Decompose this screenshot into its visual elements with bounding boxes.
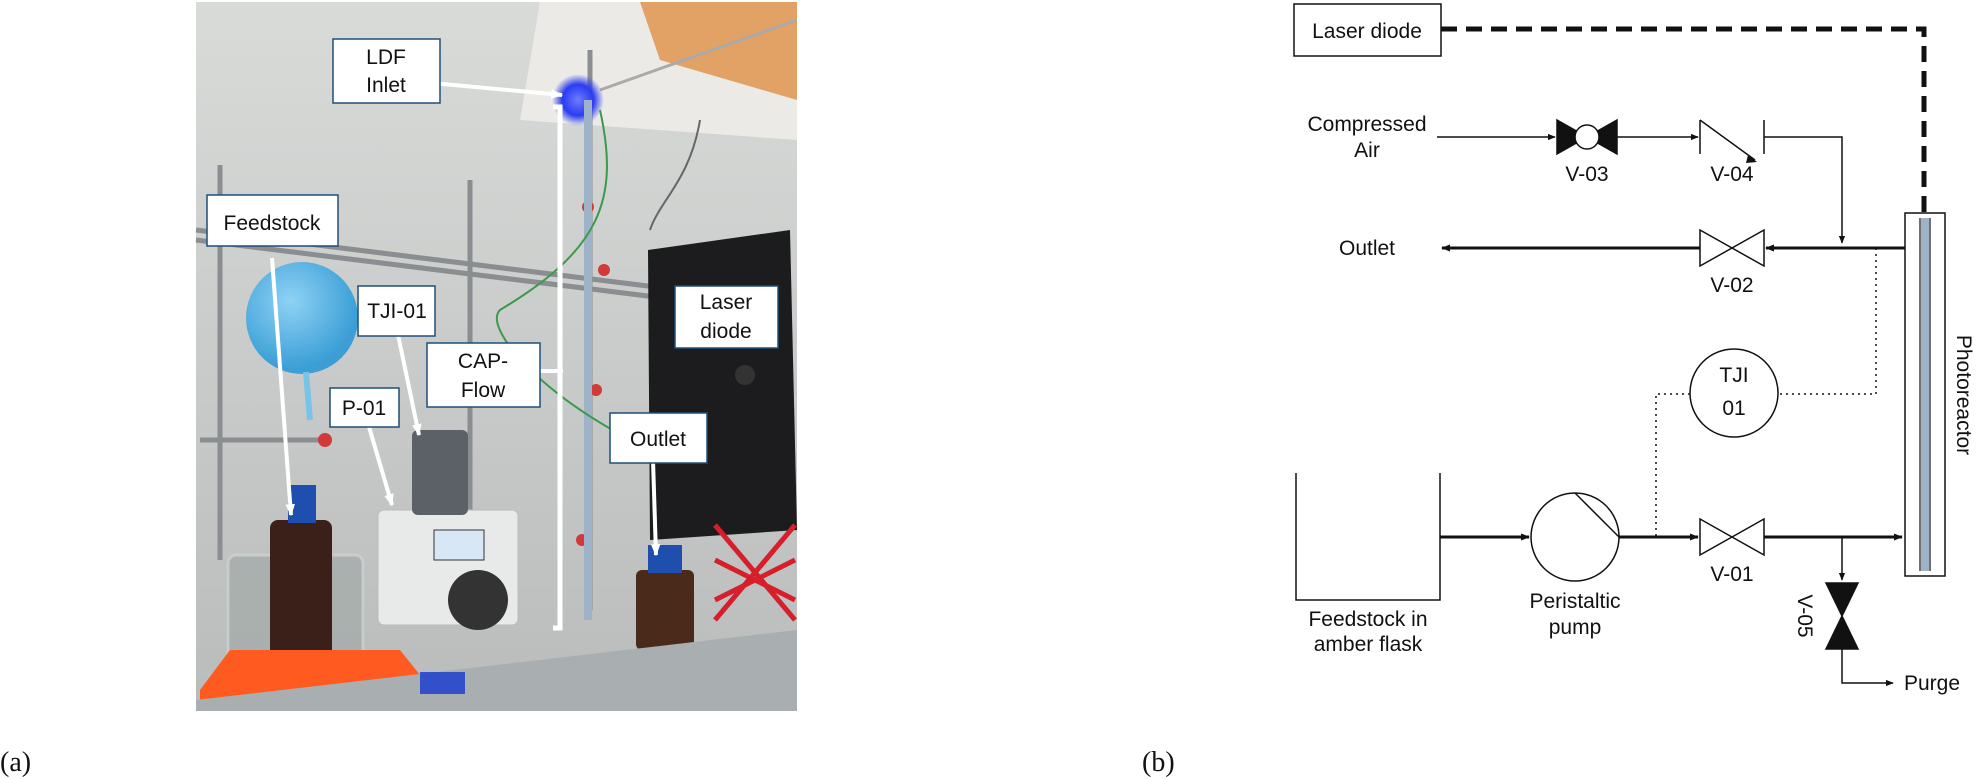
svg-text:P-01: P-01 [342, 397, 386, 420]
v03-label: V-03 [1565, 163, 1608, 186]
v01-label: V-01 [1710, 563, 1753, 586]
svg-text:TJI-01: TJI-01 [367, 300, 427, 323]
svg-text:Outlet: Outlet [630, 428, 686, 451]
callout-ldf-inlet: LDF Inlet [332, 38, 441, 104]
panel-a-label: (a) [0, 747, 31, 778]
reactor-tube [584, 100, 592, 620]
air-line-3 [1764, 136, 1846, 244]
tji-label-top: TJI [1719, 364, 1748, 387]
tji-label-bottom: 01 [1722, 397, 1745, 420]
v02-label: V-02 [1710, 274, 1753, 297]
v04-label: V-04 [1710, 163, 1754, 186]
laser-diode-box [648, 230, 797, 540]
svg-text:diode: diode [700, 320, 751, 343]
peristaltic-pump-icon [1530, 492, 1620, 582]
instrument-bubble-icon [1689, 348, 1779, 438]
photoreactor [1904, 212, 1946, 577]
callout-cap-flow: CAP- Flow [426, 342, 541, 408]
panel-b-label: (b) [1142, 747, 1175, 778]
laser-diode-box-label: Laser diode [1293, 3, 1442, 57]
hood-light [640, 2, 797, 100]
pump-label-2: pump [1549, 616, 1602, 639]
feedstock-label-2: amber flask [1314, 633, 1423, 656]
gate-valve-v02-icon [1699, 228, 1765, 268]
svg-text:Laser diode: Laser diode [1312, 20, 1422, 43]
svg-text:Feedstock: Feedstock [224, 212, 321, 235]
capflow-bracket [553, 104, 563, 631]
svg-text:Laser: Laser [700, 291, 753, 314]
compressed-air-label: Compressed [1307, 113, 1426, 136]
bench [196, 630, 797, 711]
flask-icon [1295, 473, 1441, 601]
pump-label-1: Peristaltic [1529, 590, 1620, 613]
callout-feedstock: Feedstock [206, 194, 339, 247]
pid-schematic: Laser diode Compressed Air V-03 V-04 [1293, 3, 1975, 695]
svg-text:Inlet: Inlet [366, 74, 406, 97]
check-valve-icon [1699, 119, 1765, 163]
amber-bottle-feed [270, 520, 332, 660]
v05-label: V-05 [1793, 594, 1816, 637]
photo-panel: LDF Inlet Feedstock TJI-01 P-01 CAP- Flo… [195, 2, 798, 711]
tji-signal-pump [1655, 393, 1690, 537]
photoreactor-label: Photoreactor [1952, 335, 1975, 455]
callout-laser-diode: Laser diode [674, 285, 779, 349]
compressed-air-label-2: Air [1354, 139, 1380, 162]
outlet-label: Outlet [1339, 237, 1395, 260]
lab-jack [713, 523, 797, 622]
feedstock-label-1: Feedstock in [1308, 608, 1427, 631]
gate-valve-v01-icon [1699, 517, 1765, 557]
tji-meter [412, 430, 468, 515]
callout-tji-01: TJI-01 [357, 285, 436, 337]
purge-line [1841, 649, 1894, 687]
ball-valve-v05-icon [1824, 582, 1860, 650]
svg-text:LDF: LDF [366, 46, 406, 69]
balloon [246, 262, 358, 374]
laser-signal-line [1441, 26, 1927, 213]
ball-valve-icon [1556, 118, 1618, 156]
callout-p-01: P-01 [329, 387, 400, 428]
svg-text:CAP-: CAP- [458, 350, 508, 373]
tji-signal-reactor [1778, 248, 1877, 395]
amber-bottle-outlet [636, 570, 694, 650]
svg-text:Flow: Flow [461, 379, 506, 402]
purge-label: Purge [1904, 672, 1960, 695]
callout-outlet: Outlet [609, 412, 708, 464]
